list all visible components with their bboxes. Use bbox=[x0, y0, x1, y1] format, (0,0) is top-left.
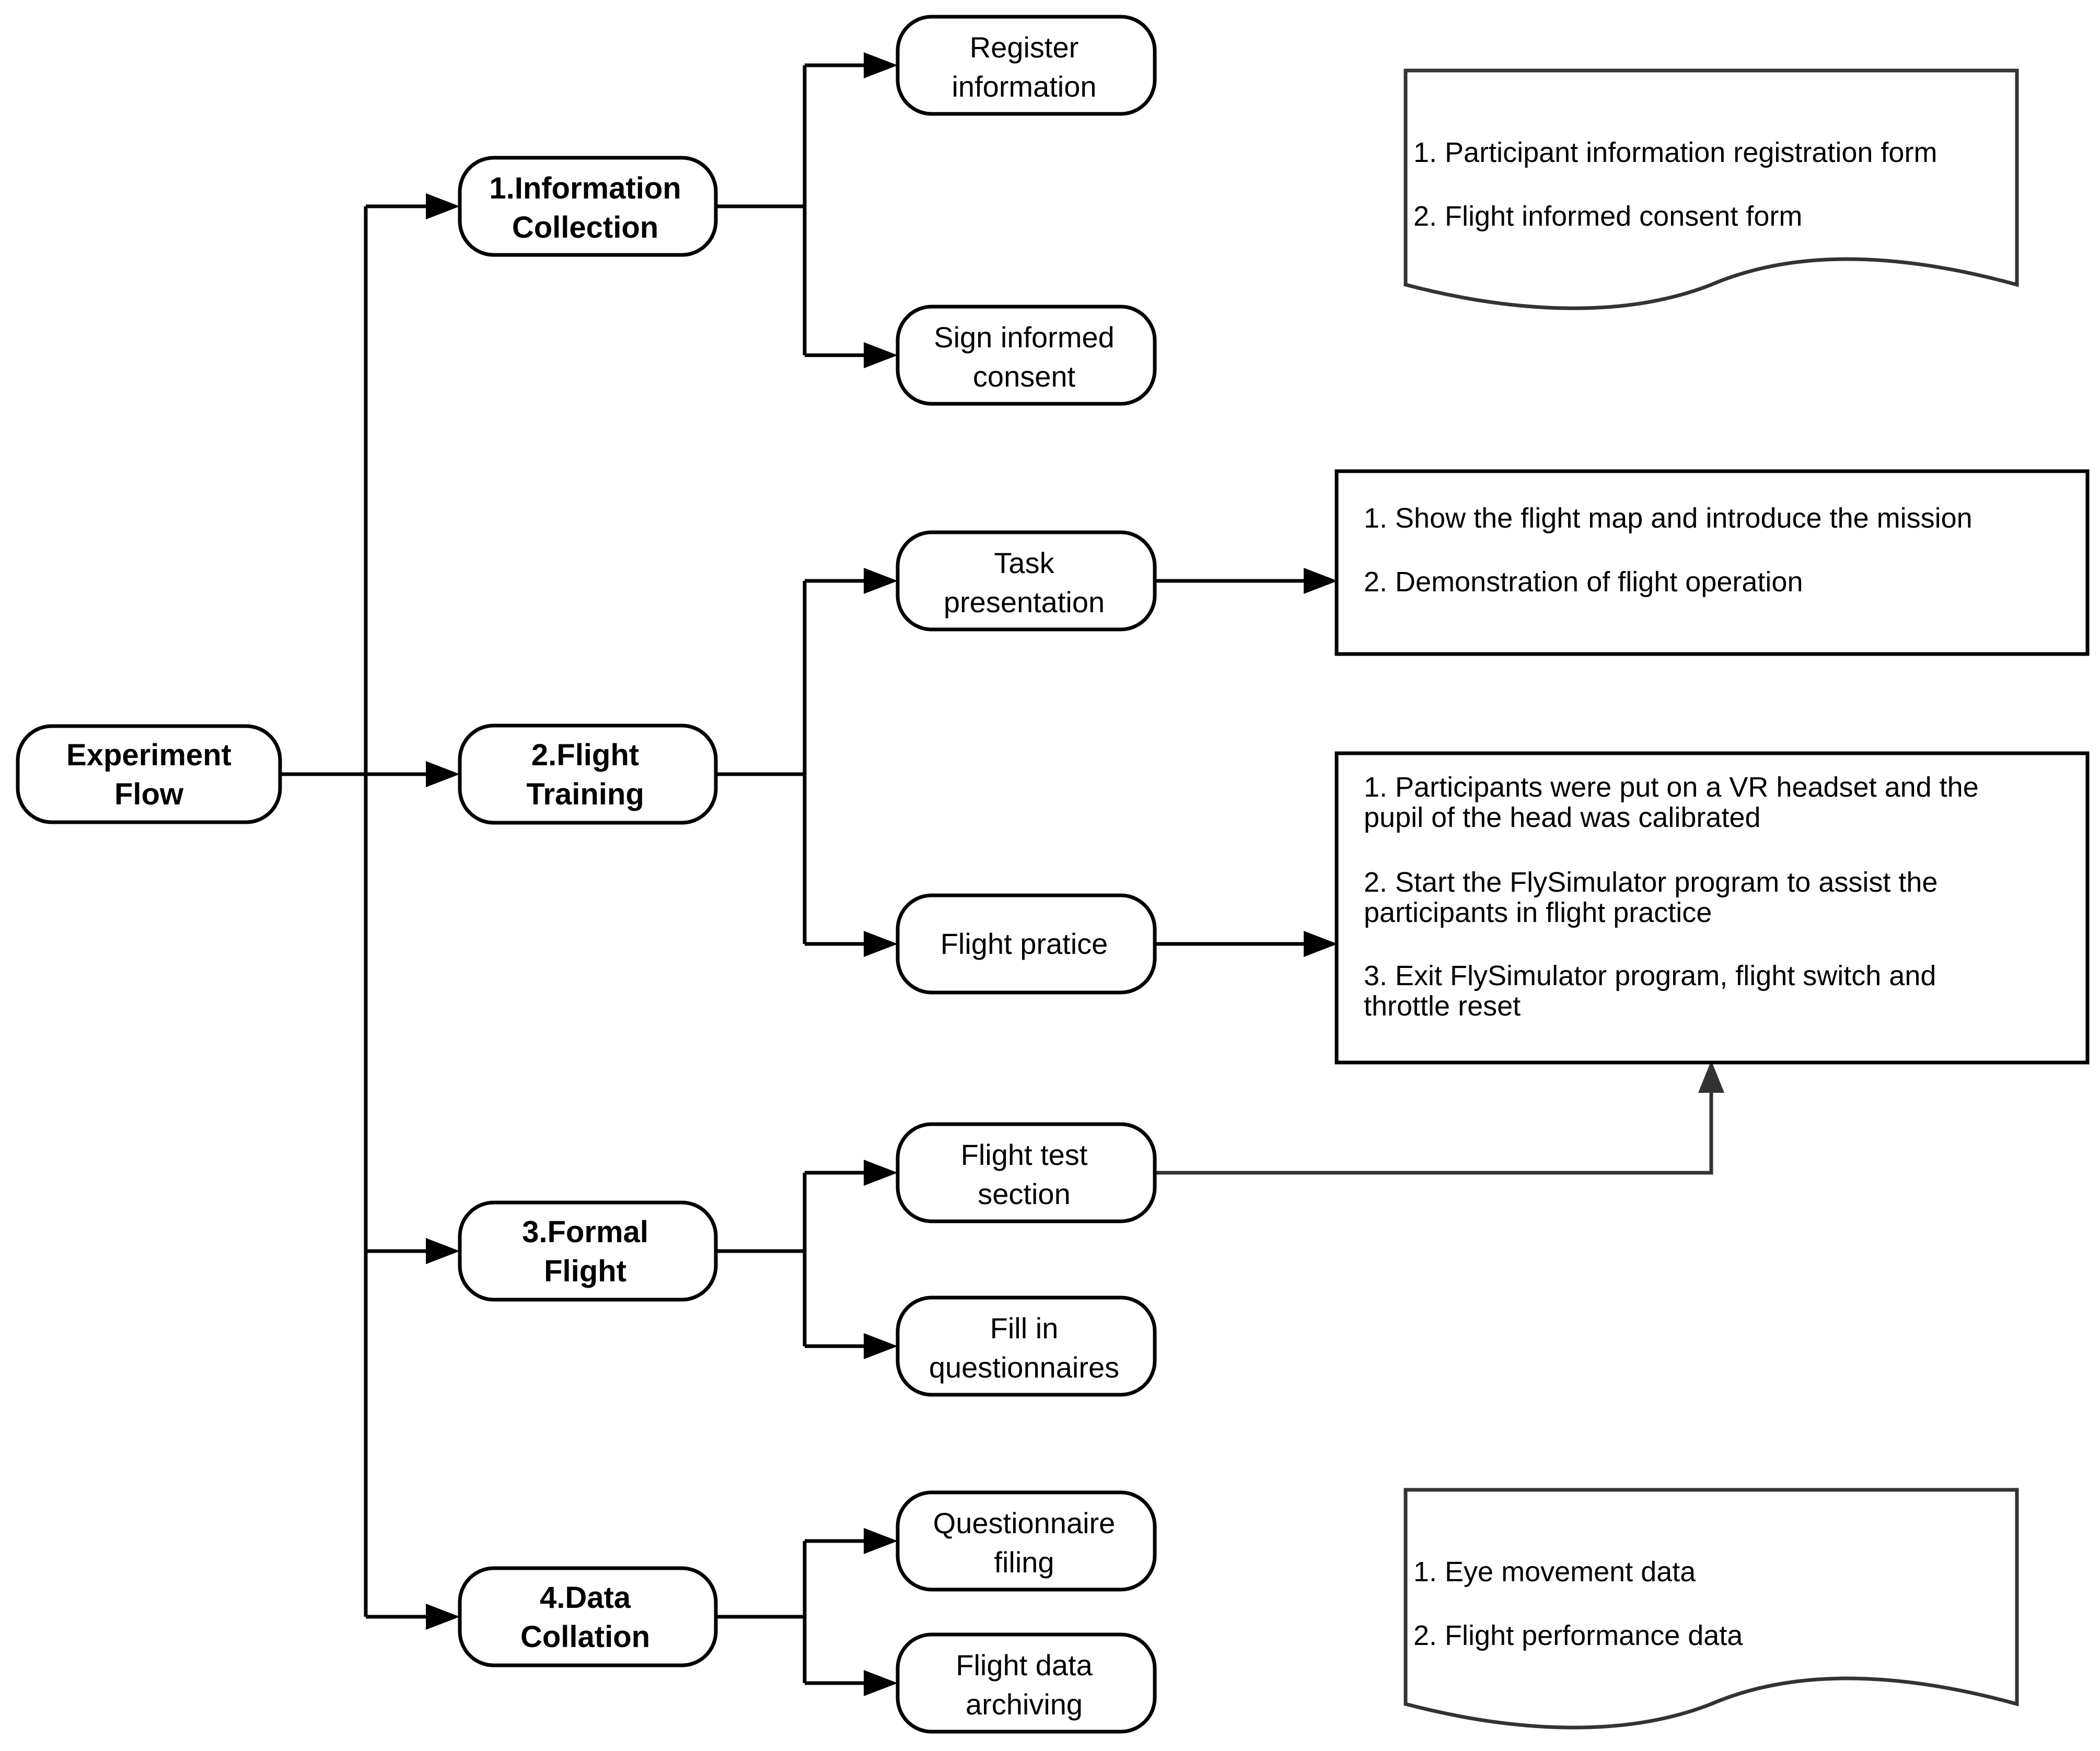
task-note-line1: 1. Show the flight map and introduce the… bbox=[1364, 503, 1973, 534]
practice-note-line3: 2. Start the FlySimulator program to ass… bbox=[1364, 867, 1937, 898]
practice-note-line6: throttle reset bbox=[1364, 990, 1521, 1022]
info-doc-line2: 2. Flight informed consent form bbox=[1413, 201, 1802, 232]
stage-4-line1: 4.Data bbox=[540, 1581, 631, 1615]
data-doc-line1: 1. Eye movement data bbox=[1413, 1556, 1696, 1587]
stage-node-formal-flight: 3.Formal Flight bbox=[458, 1200, 718, 1302]
note-connectors bbox=[1155, 568, 1724, 1175]
practice-note-line2: pupil of the head was calibrated bbox=[1364, 802, 1761, 833]
step-node-flight-pratice: Flight pratice bbox=[896, 893, 1157, 995]
step-node-sign-informed-consent: Sign informed consent bbox=[896, 305, 1157, 406]
stage-3-line2: Flight bbox=[544, 1254, 626, 1288]
stage-node-data-collation: 4.Data Collation bbox=[458, 1566, 718, 1667]
stage-1-line2: Collection bbox=[512, 211, 658, 244]
stage-node-information-collection: 1.Information Collection bbox=[458, 156, 718, 257]
note-box-flight-practice: 1. Participants were put on a VR headset… bbox=[1335, 751, 2090, 1065]
root-line2: Flow bbox=[114, 777, 184, 811]
step-node-fill-in-questionnaires: Fill in questionnaires bbox=[896, 1295, 1157, 1397]
step-node-flight-test-section: Flight test section bbox=[896, 1122, 1157, 1223]
step-3-line2: presentation bbox=[944, 586, 1105, 618]
practice-note-line5: 3. Exit FlySimulator program, flight swi… bbox=[1364, 960, 1936, 991]
step-8-line1: Flight data bbox=[956, 1649, 1093, 1682]
step-7-line1: Questionnaire bbox=[933, 1507, 1116, 1539]
step-node-questionnaire-filing: Questionnaire filing bbox=[896, 1490, 1157, 1592]
step-1-line1: Register bbox=[970, 31, 1079, 64]
step-1-line2: information bbox=[952, 70, 1096, 103]
step-node-register-information: Register information bbox=[896, 15, 1157, 116]
practice-note-line4: participants in flight practice bbox=[1364, 897, 1712, 928]
stage-3-line1: 3.Formal bbox=[522, 1215, 648, 1249]
root-node-experiment-flow: Experiment Flow bbox=[16, 724, 282, 824]
stage-4-line2: Collation bbox=[520, 1620, 650, 1654]
document-information-forms: 1. Participant information registration … bbox=[1403, 68, 2019, 310]
stage-1-line1: 1.Information bbox=[489, 171, 681, 205]
step-7-line2: filing bbox=[994, 1546, 1054, 1579]
document-collected-data: 1. Eye movement data 2. Flight performan… bbox=[1403, 1488, 2019, 1730]
step-2-line1: Sign informed bbox=[934, 321, 1115, 354]
info-doc-line1: 1. Participant information registration … bbox=[1413, 137, 1937, 168]
step-4-line1: Flight pratice bbox=[941, 927, 1108, 960]
step-6-line2: questionnaires bbox=[929, 1351, 1119, 1384]
practice-note-line1: 1. Participants were put on a VR headset… bbox=[1364, 772, 1979, 803]
step-3-line1: Task bbox=[994, 546, 1054, 579]
step-2-line2: consent bbox=[973, 360, 1076, 393]
stage-2-line2: Training bbox=[526, 777, 644, 811]
root-line1: Experiment bbox=[66, 738, 231, 772]
step-6-line1: Fill in bbox=[990, 1312, 1059, 1345]
step-node-flight-data-archiving: Flight data archiving bbox=[896, 1632, 1157, 1734]
stage-2-line1: 2.Flight bbox=[531, 738, 639, 772]
step-5-line2: section bbox=[978, 1177, 1070, 1210]
step-8-line2: archiving bbox=[966, 1688, 1083, 1721]
step-node-task-presentation: Task presentation bbox=[896, 530, 1157, 632]
stage-connectors bbox=[716, 52, 898, 1696]
step-5-line1: Flight test bbox=[961, 1138, 1088, 1171]
data-doc-line2: 2. Flight performance data bbox=[1413, 1620, 1743, 1651]
stage-node-flight-training: 2.Flight Training bbox=[458, 723, 718, 825]
note-box-task-presentation: 1. Show the flight map and introduce the… bbox=[1335, 469, 2090, 656]
root-connectors bbox=[280, 193, 460, 1630]
task-note-line2: 2. Demonstration of flight operation bbox=[1364, 566, 1803, 598]
